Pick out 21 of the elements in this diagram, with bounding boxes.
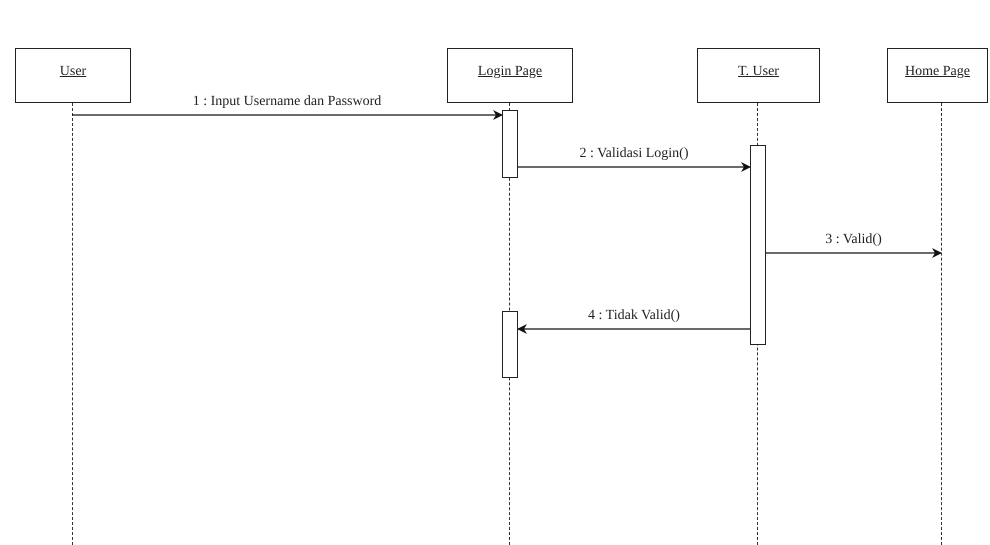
message-arrow <box>517 324 750 334</box>
message-arrow <box>518 162 751 172</box>
message-label: 4 : Tidak Valid() <box>587 307 681 325</box>
message-label: 2 : Validasi Login() <box>578 145 690 163</box>
participant-name: User <box>60 63 86 81</box>
lifeline <box>72 103 74 545</box>
message-label: 3 : Valid() <box>824 231 883 249</box>
participant-name: T. User <box>738 63 779 81</box>
lifeline-head-box <box>447 48 573 103</box>
lifeline-head-box <box>15 48 131 103</box>
activation-bar <box>750 145 766 345</box>
message-label: 1 : Input Username dan Password <box>192 93 382 111</box>
participant-name: Login Page <box>478 63 542 81</box>
lifeline <box>941 103 943 545</box>
participant-name: Home Page <box>905 63 970 81</box>
message-arrow <box>766 248 942 258</box>
activation-bar <box>502 311 518 378</box>
lifeline-head-box <box>887 48 988 103</box>
message-arrow <box>72 110 503 120</box>
lifeline-head-box <box>697 48 820 103</box>
activation-bar <box>502 110 518 178</box>
